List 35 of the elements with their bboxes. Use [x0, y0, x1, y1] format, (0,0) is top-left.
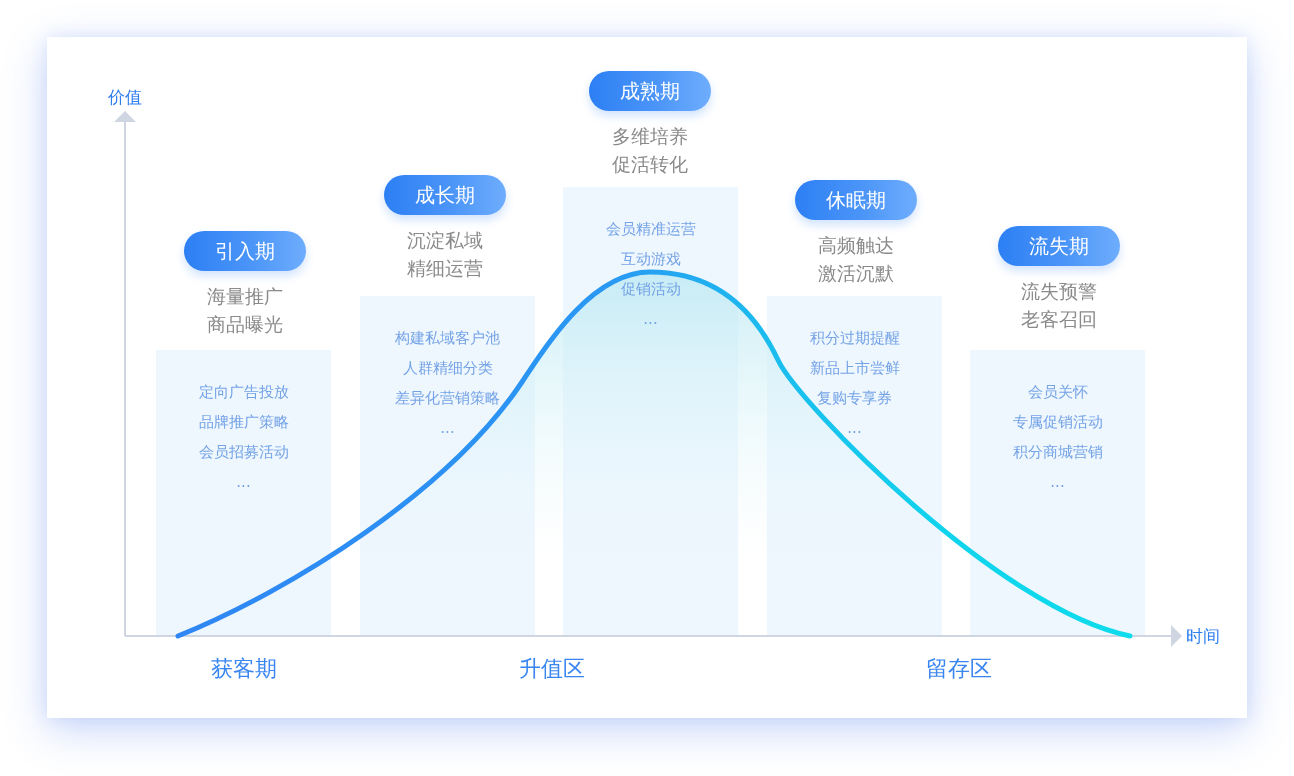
- list-item: ...: [236, 472, 251, 492]
- list-item: 构建私域客户池: [395, 328, 500, 348]
- list-item: 复购专享券: [817, 388, 892, 408]
- list-item: ...: [1050, 472, 1065, 492]
- list-item: 积分商城营销: [1012, 442, 1103, 462]
- list-item: 促销活动: [620, 279, 681, 299]
- list-item: ...: [440, 418, 455, 438]
- list-item: 专属促销活动: [1012, 412, 1103, 432]
- list-item: 人群精细分类: [402, 358, 493, 378]
- list-item: 会员招募活动: [198, 442, 289, 462]
- phase-label: 升值区: [519, 655, 585, 683]
- stage-subtitle: 多维培养促活转化: [611, 124, 689, 177]
- stage-pill: 引入期: [184, 231, 306, 271]
- stage-subtitle: 海量推广商品曝光: [206, 284, 284, 337]
- list-item: 会员关怀: [1027, 382, 1088, 402]
- list-item: ...: [643, 309, 658, 329]
- phase-label: 留存区: [926, 655, 992, 683]
- stage-pill: 流失期: [998, 226, 1120, 266]
- list-item: 互动游戏: [620, 249, 681, 269]
- list-item: 定向广告投放: [198, 382, 289, 402]
- stage-pill: 成熟期: [589, 71, 711, 111]
- axis-label: 价值: [108, 86, 142, 108]
- stage-subtitle: 流失预警老客召回: [1020, 279, 1098, 332]
- list-item: 差异化营销策略: [395, 388, 500, 408]
- list-item: 积分过期提醒: [809, 328, 900, 348]
- phase-label: 获客期: [211, 655, 277, 683]
- list-item: 品牌推广策略: [198, 412, 289, 432]
- list-item: 会员精准运营: [605, 219, 696, 239]
- list-item: ...: [847, 418, 862, 438]
- stage-pill: 成长期: [384, 175, 506, 215]
- stage-subtitle: 沉淀私域精细运营: [406, 228, 484, 281]
- stage-pill: 休眠期: [795, 180, 917, 220]
- stage-subtitle: 高频触达激活沉默: [817, 233, 895, 286]
- axis-label: 时间: [1186, 625, 1220, 647]
- list-item: 新品上市尝鲜: [809, 358, 900, 378]
